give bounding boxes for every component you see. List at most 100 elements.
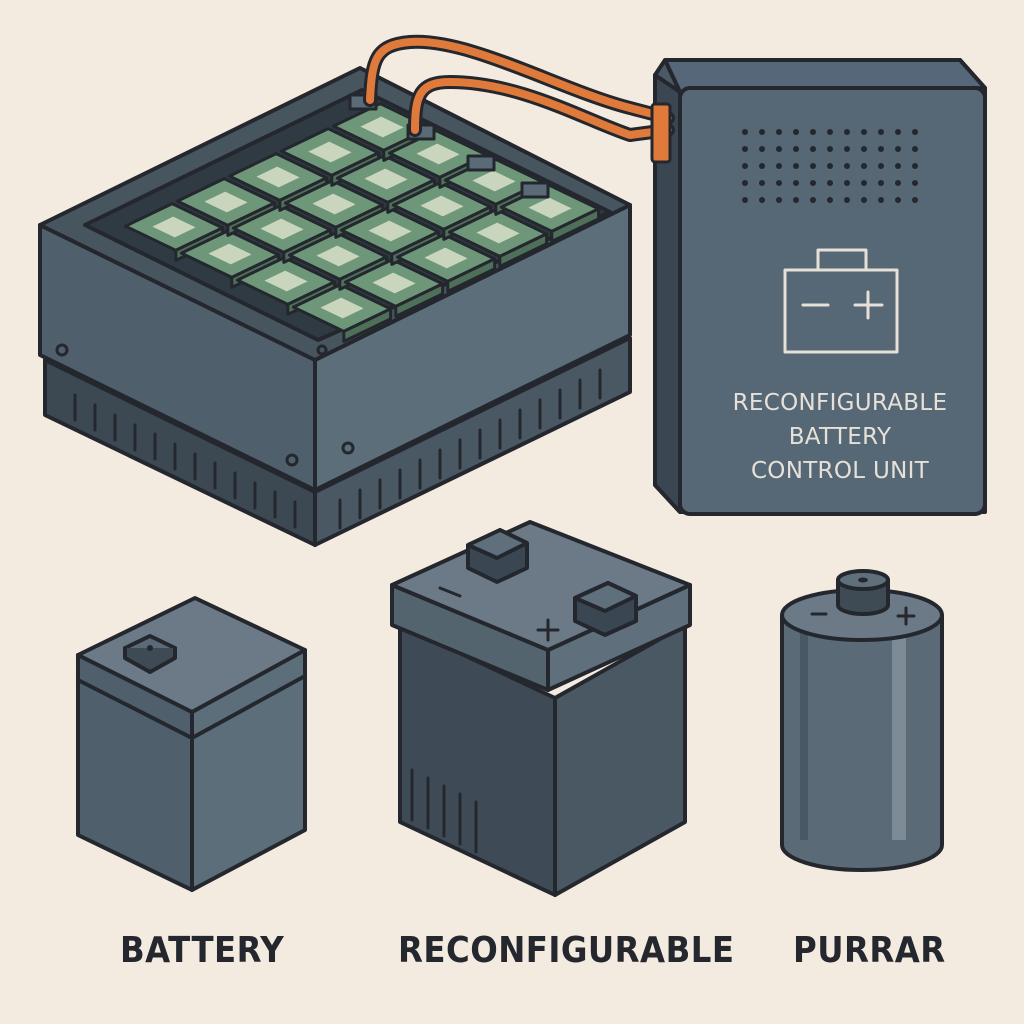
speaker-hole <box>810 146 816 152</box>
speaker-hole <box>759 146 765 152</box>
battery-cell-label <box>424 247 468 269</box>
battery-cell-label <box>256 166 300 188</box>
speaker-hole <box>844 197 850 203</box>
plus-icon <box>896 606 916 626</box>
speaker-grille <box>742 129 918 203</box>
speaker-hole <box>793 146 799 152</box>
speaker-hole <box>810 163 816 169</box>
speaker-hole <box>861 197 867 203</box>
speaker-hole <box>844 146 850 152</box>
speaker-hole <box>810 129 816 135</box>
control-unit-label-line: CONTROL UNIT <box>750 458 930 484</box>
battery-cell-label <box>316 245 360 267</box>
speaker-hole <box>827 146 833 152</box>
battery-cell-label <box>472 170 516 192</box>
speaker-hole <box>861 180 867 186</box>
speaker-hole <box>912 163 918 169</box>
speaker-hole <box>844 180 850 186</box>
battery-cell-label <box>420 195 464 217</box>
speaker-hole <box>861 146 867 152</box>
speaker-hole <box>827 129 833 135</box>
speaker-hole <box>776 163 782 169</box>
speaker-hole <box>793 197 799 203</box>
caption-purrar: PURRAR <box>793 930 946 971</box>
speaker-hole <box>895 146 901 152</box>
reconfigurable-battery-illustration <box>390 520 692 897</box>
battery-small-illustration <box>76 596 307 892</box>
speaker-hole <box>895 163 901 169</box>
battery-cell-label <box>528 197 572 219</box>
orange-cable <box>363 34 675 164</box>
pack-terminal <box>466 154 496 172</box>
speaker-hole <box>793 163 799 169</box>
battery-cell-label <box>364 168 408 190</box>
battery-cell-side <box>342 307 393 343</box>
speaker-hole <box>912 180 918 186</box>
reconf-fins <box>410 768 478 854</box>
speaker-hole <box>827 197 833 203</box>
speaker-hole <box>878 180 884 186</box>
battery-cell-label <box>260 218 304 240</box>
battery-cell-label <box>152 216 196 238</box>
speaker-hole <box>776 180 782 186</box>
plus-icon <box>536 618 560 642</box>
battery-cell-label <box>312 193 356 215</box>
pack-fins <box>73 368 602 530</box>
control-unit-label: RECONFIGURABLE BATTERY CONTROL UNIT <box>690 386 990 488</box>
speaker-hole <box>878 129 884 135</box>
speaker-hole <box>742 163 748 169</box>
speaker-hole <box>895 180 901 186</box>
speaker-hole <box>793 180 799 186</box>
control-unit <box>363 34 987 516</box>
speaker-hole <box>810 180 816 186</box>
speaker-hole <box>861 163 867 169</box>
control-unit-label-line: BATTERY <box>788 424 892 450</box>
speaker-hole <box>810 197 816 203</box>
screw-icon <box>341 441 355 455</box>
speaker-hole <box>895 129 901 135</box>
speaker-hole <box>759 163 765 169</box>
control-unit-label-line: RECONFIGURABLE <box>732 390 948 416</box>
speaker-hole <box>742 146 748 152</box>
speaker-hole <box>878 197 884 203</box>
battery-symbol-icon <box>783 248 899 354</box>
speaker-hole <box>878 163 884 169</box>
battery-cell-label <box>308 141 352 163</box>
battery-cell-side <box>446 257 497 293</box>
speaker-hole <box>844 129 850 135</box>
minus-icon <box>438 586 462 598</box>
battery-cell-label <box>416 143 460 165</box>
speaker-hole <box>742 180 748 186</box>
battery-cell-side <box>394 282 445 318</box>
battery-cell-label <box>368 220 412 242</box>
cylindrical-battery-illustration <box>780 569 944 872</box>
speaker-hole <box>742 129 748 135</box>
pack-terminal <box>520 181 550 199</box>
screw-icon <box>55 343 69 357</box>
battery-cell-label <box>372 272 416 294</box>
speaker-hole <box>793 129 799 135</box>
battery-cell-side <box>498 232 549 268</box>
battery-cell-label <box>204 191 248 213</box>
speaker-hole <box>827 163 833 169</box>
speaker-hole <box>776 129 782 135</box>
speaker-hole <box>827 180 833 186</box>
battery-cell-label <box>320 297 364 319</box>
speaker-hole <box>776 146 782 152</box>
battery-cell-label <box>208 243 252 265</box>
speaker-hole <box>742 197 748 203</box>
battery-pack <box>38 66 632 547</box>
battery-cell-label <box>476 222 520 244</box>
battery-cell-label <box>360 116 404 138</box>
screw-icon <box>285 453 299 467</box>
speaker-hole <box>759 180 765 186</box>
speaker-hole <box>895 197 901 203</box>
speaker-hole <box>878 146 884 152</box>
speaker-hole <box>912 146 918 152</box>
speaker-hole <box>861 129 867 135</box>
battery-cell-label <box>264 270 308 292</box>
speaker-hole <box>844 163 850 169</box>
speaker-hole <box>912 197 918 203</box>
speaker-hole <box>912 129 918 135</box>
